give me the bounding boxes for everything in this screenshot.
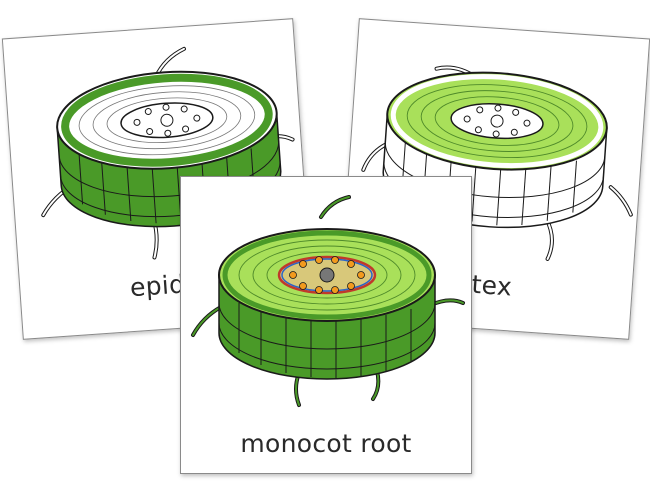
card-epidermis: epide xyxy=(1,18,315,340)
top-epidermis-ring xyxy=(61,73,273,167)
root-illustration-monocot xyxy=(191,195,465,407)
card-monocot-root: monocot root xyxy=(180,176,472,474)
pith xyxy=(319,267,335,283)
top-epidermis-ring xyxy=(390,74,604,169)
card-label: monocot root xyxy=(240,429,412,458)
xylem-vessels xyxy=(289,256,365,294)
top-epidermis-ring xyxy=(222,230,432,320)
root-illustration-epidermis xyxy=(41,46,295,260)
endodermis xyxy=(281,258,373,292)
